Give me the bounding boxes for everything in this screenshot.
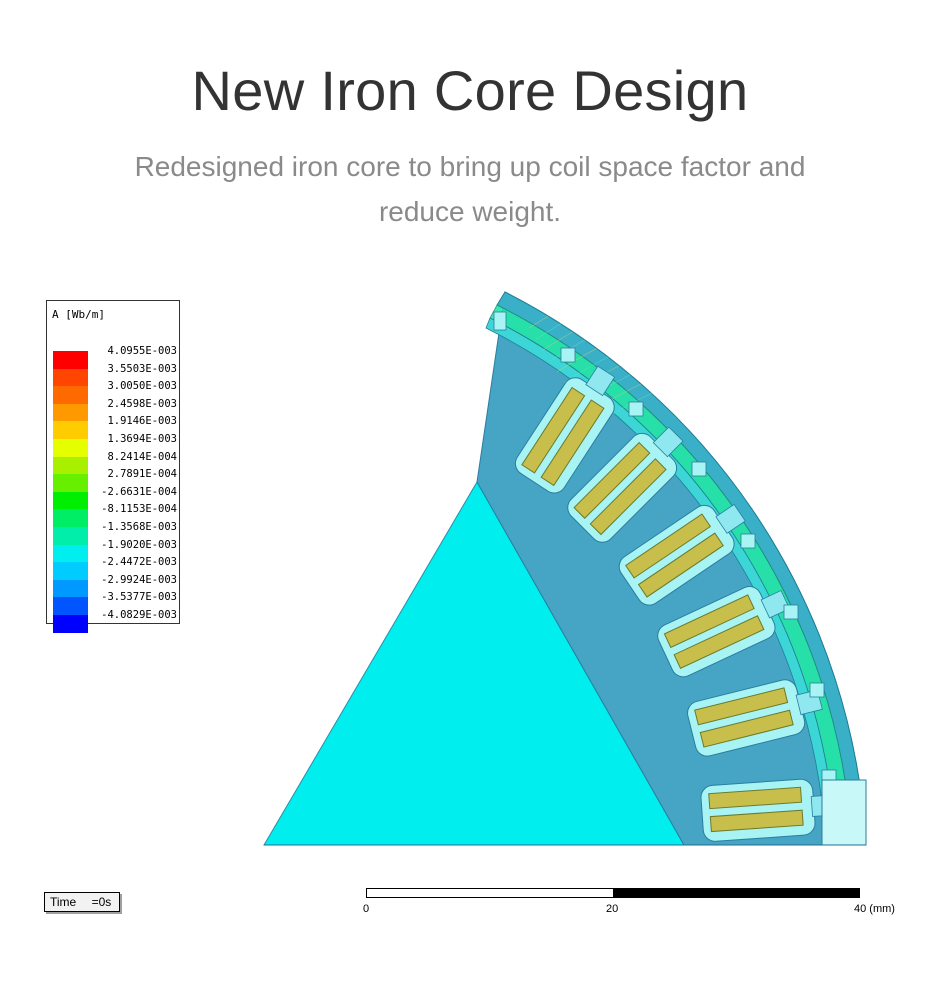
slot-tooth-tip <box>715 503 746 534</box>
legend-value: 1.3694E-003 <box>107 433 177 445</box>
stator-slot <box>567 426 684 543</box>
legend-row: 2.4598E-003 <box>53 398 179 422</box>
legend-value: -3.5377E-003 <box>101 591 177 604</box>
stator-slot <box>618 503 746 606</box>
legend-row: -1.3568E-003 <box>53 521 179 545</box>
legend-value: 3.5503E-003 <box>107 362 177 375</box>
legend-row: -3.5377E-003 <box>53 591 179 615</box>
coil-lower <box>709 809 804 833</box>
legend-swatch <box>53 615 88 633</box>
scale-label-0: 0 <box>363 903 370 915</box>
slot-tooth-tip <box>585 365 616 397</box>
legend-title: A [Wb/m] <box>52 308 105 321</box>
rim-notch <box>560 347 576 363</box>
legend-value: 8.2414E-004 <box>107 450 177 463</box>
page-title: New Iron Core Design <box>191 59 749 122</box>
time-value: =0s <box>91 895 112 909</box>
legend-value: -4.0829E-003 <box>101 609 177 621</box>
scale-label-20: 20 <box>606 903 619 915</box>
legend-row: -4.0829E-003 <box>53 609 179 633</box>
coil-lower <box>637 532 724 598</box>
legend-row: 3.5503E-003 <box>53 363 179 387</box>
legend-swatch <box>53 456 88 475</box>
legend-row: -8.1153E-004 <box>53 503 179 527</box>
rim-notch <box>628 401 644 417</box>
time-label: Time <box>50 895 77 909</box>
legend-value: -1.9020E-003 <box>101 538 177 551</box>
page-subtitle: Redesigned iron core to bring up coil sp… <box>134 151 806 227</box>
legend-swatch <box>53 579 88 598</box>
legend-swatch <box>53 474 88 492</box>
legend-value: -1.3568E-003 <box>101 521 177 533</box>
rim-notch <box>809 682 825 698</box>
legend-row: 8.2414E-004 <box>53 451 179 475</box>
legend-value: -2.6631E-004 <box>101 485 177 498</box>
legend-row: -2.6631E-004 <box>53 486 179 510</box>
legend-swatch <box>53 527 88 545</box>
legend-row: -1.9020E-003 <box>53 539 179 563</box>
stator-slot <box>657 586 791 678</box>
legend-row: 1.9146E-003 <box>53 415 179 439</box>
slot-tooth-tip <box>652 426 684 458</box>
coil-upper <box>521 386 586 474</box>
coil-lower <box>673 615 765 669</box>
legend-value: -8.1153E-004 <box>101 503 177 516</box>
legend-swatch <box>53 421 88 439</box>
legend-value: -2.9924E-003 <box>101 573 177 586</box>
stator-slot <box>514 365 616 494</box>
scale-bar-black-segment <box>613 889 859 897</box>
coil-upper <box>708 786 803 810</box>
legend-swatch <box>53 403 88 422</box>
slot-tooth-tip <box>760 589 791 619</box>
rim-notch <box>493 311 507 331</box>
coil-upper <box>694 687 789 726</box>
scale-label-40: 40 (mm) <box>854 903 895 915</box>
legend-value: 4.0955E-003 <box>107 345 177 357</box>
rim-notch <box>691 461 707 477</box>
legend-swatch <box>53 509 88 527</box>
legend-value: 2.4598E-003 <box>107 397 177 410</box>
rim-notch <box>740 533 756 549</box>
legend-row: 4.0955E-003 <box>53 345 179 369</box>
legend-row: -2.9924E-003 <box>53 574 179 598</box>
legend-swatch <box>53 351 88 369</box>
scale-bar-white-segment <box>367 889 613 897</box>
legend-swatch <box>53 544 88 563</box>
coil-lower <box>699 709 794 748</box>
corner-block <box>821 779 867 846</box>
legend-swatch <box>53 439 88 457</box>
legend-swatch <box>53 562 88 580</box>
time-indicator: Time =0s <box>44 892 120 912</box>
legend-value: 3.0050E-003 <box>107 380 177 393</box>
stator-slot <box>700 778 835 842</box>
scale-bar <box>366 888 860 898</box>
legend-swatch <box>53 368 88 387</box>
legend-swatch <box>53 491 88 510</box>
legend-swatch <box>53 386 88 404</box>
legend-value: 1.9146E-003 <box>107 415 177 428</box>
coil-upper <box>625 513 712 579</box>
coil-upper <box>573 441 651 519</box>
legend-row: 1.3694E-003 <box>53 433 179 457</box>
coil-upper <box>663 594 755 649</box>
color-legend: A [Wb/m] 4.0955E-003 3.5503E-003 3.0050E-0… <box>46 300 180 633</box>
legend-swatch <box>53 597 88 615</box>
legend-value: 2.7891E-004 <box>107 468 177 481</box>
legend-row: 3.0050E-003 <box>53 380 179 404</box>
rim-notch <box>783 604 799 620</box>
legend-row: -2.4472E-003 <box>53 556 179 580</box>
coil-lower <box>589 458 667 536</box>
legend-row: 2.7891E-004 <box>53 468 179 492</box>
coil-lower <box>540 399 605 487</box>
legend-value: -2.4472E-003 <box>101 556 177 569</box>
